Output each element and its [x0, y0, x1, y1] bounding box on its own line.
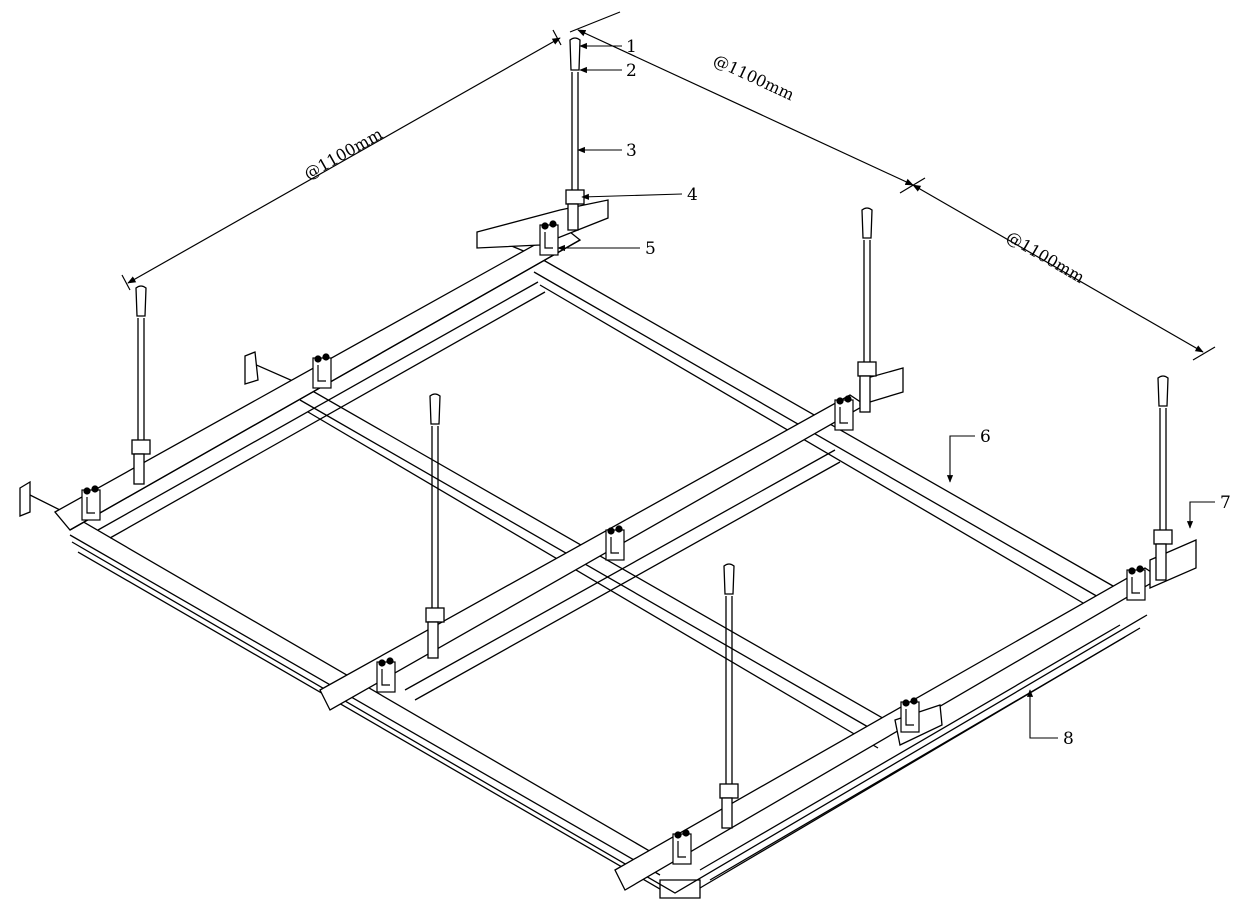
leader-lines [557, 42, 1215, 739]
callout-labels: 1 2 3 4 5 6 7 8 [626, 37, 1231, 749]
underside-rail-front-lower [77, 551, 661, 890]
underside-rails [71, 541, 1148, 899]
clip-2 [312, 353, 332, 389]
callout-2: 2 [626, 61, 637, 81]
dimension-label-left: @1100mm [301, 124, 386, 183]
dim-ext-left-a [121, 274, 131, 291]
main-rail-a-inner2 [109, 291, 546, 539]
callout-6: 6 [980, 427, 991, 447]
hanger-rod-1 [565, 37, 585, 231]
cross-rail-front [19, 489, 666, 861]
clip-9 [672, 829, 692, 865]
main-rail-c-inner2 [709, 636, 1126, 881]
clip-6 [376, 657, 396, 693]
hanger-rod-4 [857, 207, 877, 413]
main-rail-c-inner [699, 624, 1121, 871]
cross-rail-middle-inner2 [307, 411, 879, 749]
main-rail-a-inner [97, 281, 539, 531]
clip-3 [81, 485, 101, 521]
dim-ext-top-a [569, 11, 621, 33]
clip-7 [1126, 565, 1146, 601]
carrying-channels [19, 199, 1197, 746]
dimension-lines [121, 11, 1216, 361]
dim-ext-right-a [899, 177, 926, 194]
main-rail-c [614, 567, 1162, 891]
callout-8: 8 [1063, 729, 1074, 749]
dimension-label-right: @1100mm [1003, 227, 1088, 287]
dim-ext-left-b [552, 29, 562, 46]
callout-5: 5 [645, 239, 656, 259]
hanger-rod-3 [425, 393, 445, 659]
cross-rail-middle-inner [299, 399, 883, 736]
cross-rail-back-inner [533, 271, 1101, 599]
underside-rail-front [71, 541, 1148, 894]
callout-7: 7 [1220, 493, 1231, 513]
carrying-channel-left [19, 480, 31, 517]
clip-4 [834, 395, 854, 431]
clip-1 [539, 220, 559, 256]
hanger-rod-2 [131, 285, 151, 485]
main-rail-b-inner [404, 449, 836, 691]
cross-rail-back-inner2 [539, 284, 1096, 611]
callout-4: 4 [687, 185, 698, 205]
callout-1: 1 [626, 37, 637, 57]
carrying-channel-mid [244, 351, 259, 385]
dimension-label-top: @1100mm [710, 50, 797, 104]
dim-ext-right-b [1192, 346, 1216, 361]
hanger-rod-6 [1153, 375, 1173, 581]
hanger-rods [131, 37, 1173, 829]
clip-8 [900, 697, 920, 733]
callout-3: 3 [626, 141, 637, 161]
dim-line-top [577, 29, 914, 186]
hanger-rod-5 [719, 563, 739, 829]
cross-rail-back [477, 231, 1121, 591]
dim-line-right [912, 184, 1204, 353]
underside-rail-end [659, 879, 701, 899]
main-rail-b-inner2 [414, 461, 841, 701]
clip-connectors [81, 220, 1146, 865]
cross-rail-front-inner [69, 534, 661, 876]
dim-line-left [127, 37, 561, 284]
clip-5 [605, 525, 625, 561]
